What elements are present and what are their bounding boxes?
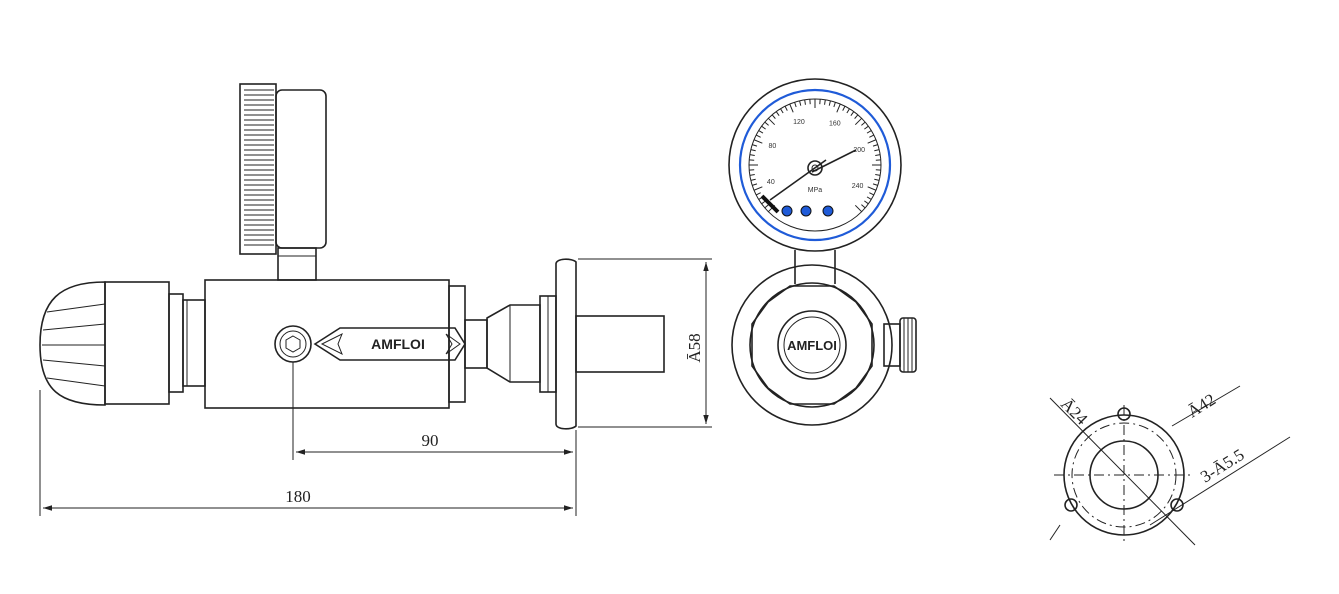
flange-diameter-dimension: Ā58 bbox=[578, 259, 712, 427]
side-view: AMFLOI Ā58 90 180 bbox=[40, 84, 712, 516]
dim-flange-diameter: Ā58 bbox=[685, 333, 704, 362]
port-dimension: 90 bbox=[293, 362, 573, 460]
gauge-tick-label: 80 bbox=[769, 143, 777, 150]
flange-view: Ā24 Ā42 3-Ā5.5 bbox=[1050, 386, 1290, 545]
gauge-unit: MPa bbox=[808, 187, 823, 194]
dim-bolt-circle: Ā42 bbox=[1184, 390, 1219, 422]
gauge-tick-label: 240 bbox=[852, 183, 864, 190]
gauge-tick-label: 40 bbox=[767, 179, 775, 186]
handwheel-knob bbox=[40, 282, 205, 405]
dim-holes: 3-Ā5.5 bbox=[1197, 445, 1248, 486]
front-brand-label: AMFLOI bbox=[787, 338, 837, 353]
regulator-body: AMFLOI bbox=[205, 280, 487, 408]
dim-port: 90 bbox=[422, 431, 439, 450]
regulator-front: AMFLOI bbox=[732, 265, 916, 425]
dim-inner-diameter: Ā24 bbox=[1057, 394, 1091, 428]
gauge-tick-label: 120 bbox=[793, 119, 805, 126]
gauge-tick-label: 160 bbox=[829, 120, 841, 127]
dim-overall: 180 bbox=[285, 487, 311, 506]
outlet-fitting bbox=[487, 259, 664, 429]
side-gauge bbox=[240, 84, 326, 280]
overall-dimension: 180 bbox=[40, 390, 576, 516]
side-brand-label: AMFLOI bbox=[371, 336, 425, 352]
